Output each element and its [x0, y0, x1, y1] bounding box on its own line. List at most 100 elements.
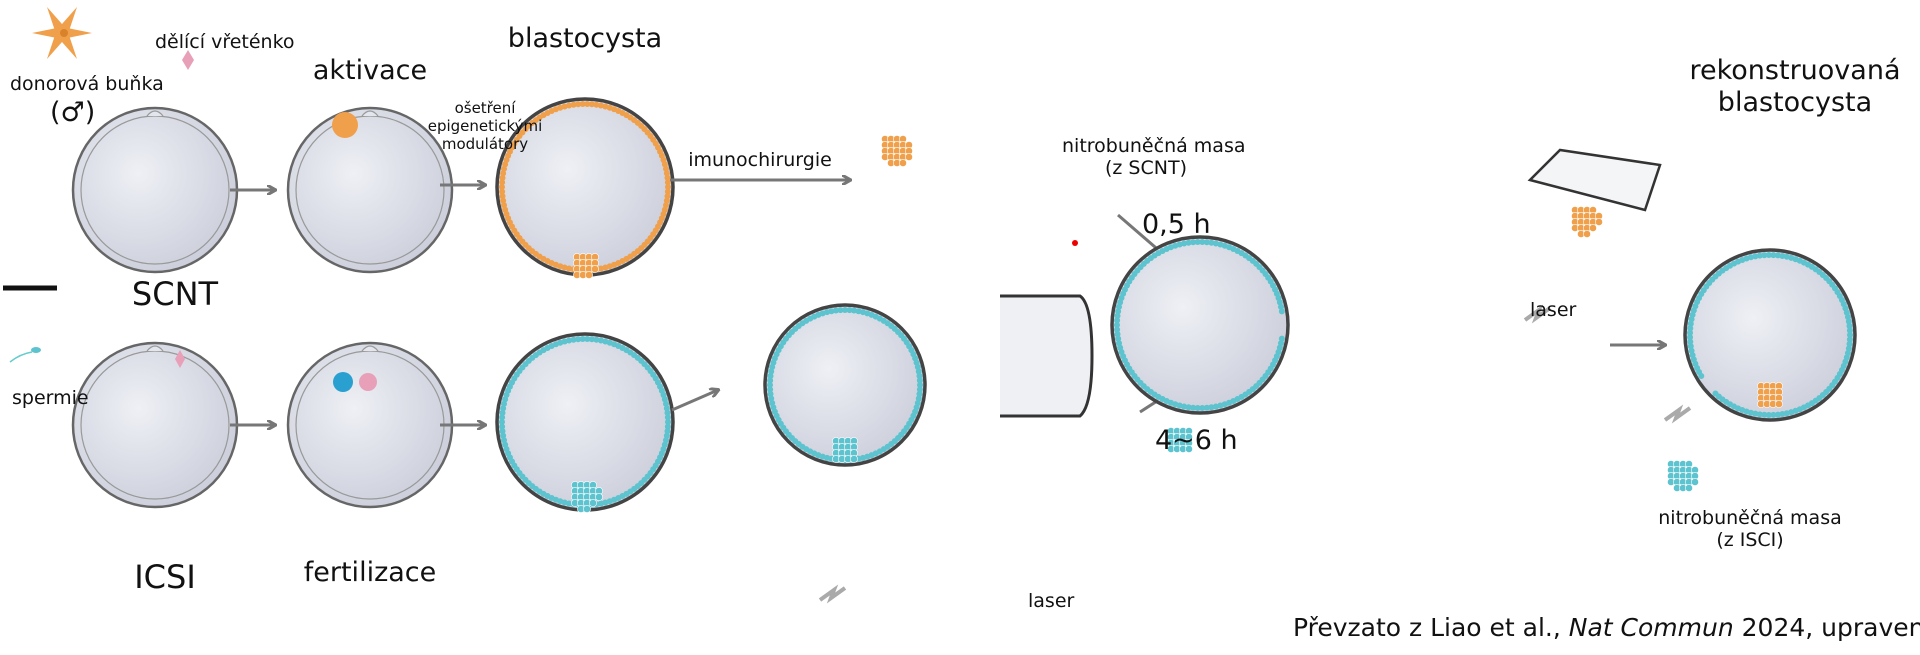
host-blastocyst-cell: [1208, 404, 1215, 411]
scnt-blastocyst-cell: [499, 184, 505, 190]
red-dot: [1072, 240, 1078, 246]
scnt-blastocyst-cell: [570, 101, 577, 108]
scnt-blastocyst-cell: [501, 202, 508, 209]
label-icm-icsi-1: nitrobuněčná masa: [1658, 507, 1842, 529]
host-blastocyst-cell: [1115, 308, 1122, 315]
icsi-oocyte: [71, 341, 239, 509]
label-icm-scnt-2: (z SCNT): [1105, 157, 1187, 179]
credit-journal: Nat Commun: [1568, 613, 1734, 642]
reconstructed-blastocyst-cell: [1765, 411, 1772, 418]
scnt-blastocyst-cell: [664, 188, 671, 195]
reconstructed-blastocyst-cell: [1770, 411, 1777, 418]
laser-blastocyst-cell: [916, 391, 923, 398]
host-blastocyst-cell: [1176, 241, 1183, 248]
scnt-icm: [585, 271, 593, 279]
scnt-blastocyst-cell: [566, 102, 573, 109]
reconstructed-blastocyst-cell: [1846, 336, 1853, 343]
icm-icsi-removed: [1691, 478, 1699, 486]
reconstructed-blastocyst-cell: [1846, 322, 1853, 329]
reconstructed-blastocyst-cell: [1756, 411, 1763, 418]
icm-scnt-isolated: [899, 159, 907, 167]
host-blastocyst-cell: [1114, 317, 1121, 324]
reconstructed-blastocyst-cell: [1687, 329, 1694, 336]
laser-blastocyst-cell: [851, 307, 858, 314]
label-male-symbol: (♂): [50, 97, 96, 128]
laser-icm: [850, 455, 858, 463]
scnt-blastocyst-cell: [499, 174, 506, 181]
icsi-blastocyst-cell: [584, 336, 591, 343]
donor-cell-nucleus: [60, 29, 68, 37]
icsi-blastocyst-cell: [499, 414, 506, 421]
laser-blastocyst-cell: [837, 307, 844, 314]
scnt-blastocyst-cell: [665, 184, 671, 190]
label-activation: aktivace: [312, 55, 428, 86]
label-laser-2: laser: [1530, 299, 1577, 321]
laser-blastocyst-cell: [767, 391, 774, 398]
reconstructed-blastocyst-cell: [1687, 325, 1694, 332]
label-icsi: ICSI: [134, 558, 196, 596]
laser-icon-3: [1663, 404, 1692, 424]
laser-blastocyst-cell: [828, 308, 835, 315]
host-blastocyst-cell: [1277, 303, 1284, 310]
host-blastocyst-cell: [1114, 331, 1121, 338]
icsi-blastocyst-cell: [664, 409, 671, 416]
icsi-blastocyst-cell: [665, 419, 671, 425]
reconstructed-blastocyst-cell: [1844, 314, 1851, 321]
label-treatment-3: modulátory: [441, 135, 529, 153]
host-blastocyst-cell: [1114, 312, 1121, 319]
icsi-blastocyst-cell: [597, 337, 604, 344]
laser-blastocyst-cell: [767, 372, 774, 379]
reconstructed-blastocyst-cell: [1779, 411, 1786, 418]
label-sperm: spermie: [12, 387, 89, 409]
label-icm-icsi-2: (z ISCI): [1716, 529, 1784, 551]
scnt-blastocyst-cell: [579, 101, 586, 108]
icsi-blastocyst-cell: [663, 405, 670, 412]
laser-icon-2: [1523, 304, 1552, 324]
host-blastocyst-cell: [1194, 239, 1201, 246]
icsi-icm: [583, 505, 591, 513]
host-blastocyst-cell: [1115, 335, 1122, 342]
reconstructed-blastocyst-cell: [1770, 252, 1777, 259]
reconstructed-blastocyst-cell: [1687, 320, 1694, 327]
reconstructed-blastocyst-cell: [1774, 411, 1781, 418]
laser-blastocyst-cell: [916, 386, 923, 393]
reconstructed-blastocyst-cell: [1688, 347, 1695, 354]
laser-blastocyst-cell: [768, 395, 775, 402]
scnt-blastocyst-cell: [602, 264, 609, 271]
pipette-icm: [1589, 224, 1597, 232]
label-time-short: 0,5 h: [1142, 209, 1211, 240]
label-treatment-1: ošetření: [454, 99, 516, 117]
laser-blastocyst-cell: [916, 372, 923, 379]
host-blastocyst-cell: [1278, 335, 1285, 342]
host-blastocyst-cell: [1114, 322, 1120, 328]
scnt-blastocyst: [497, 99, 673, 275]
reconstructed-blastocyst-cell: [1687, 338, 1694, 345]
pipette-icm: [1583, 230, 1591, 238]
credit-suffix: 2024, upraveno.: [1741, 613, 1920, 642]
scnt-blastocyst-cell: [500, 197, 507, 204]
label-immunosurgery: imunochirurgie: [688, 149, 832, 171]
pipette-icm: [1595, 218, 1603, 226]
laser-blastocyst-cell: [767, 382, 773, 388]
reconstructed-icm: [1775, 400, 1783, 408]
scnt-blastocyst-cell: [664, 174, 671, 181]
icsi-blastocyst-cell: [566, 500, 573, 507]
host-blastocyst-cell: [1208, 239, 1215, 246]
scnt-blastocyst-cell: [500, 170, 507, 177]
scnt-blastocyst-cell: [588, 101, 595, 108]
reconstructed-blastocyst-cell: [1712, 390, 1719, 397]
scnt-blastocyst-cell: [566, 265, 573, 272]
host-blastocyst-cell: [1114, 326, 1121, 333]
icsi-blastocyst-cell: [561, 338, 568, 345]
icsi-blastocyst-cell: [570, 336, 577, 343]
icsi-blastocyst-cell: [597, 500, 604, 507]
scnt-blastocyst-cell: [593, 101, 600, 108]
label-treatment-2: epigenetickými: [427, 117, 543, 135]
icsi-blastocyst-cell: [500, 432, 507, 439]
host-blastocyst-cell: [1203, 404, 1210, 411]
pronucleus-pink: [359, 373, 377, 391]
scnt-blastocyst-cell: [499, 179, 506, 186]
scnt-blastocyst-cell: [597, 102, 604, 109]
icsi-blastocyst-cell: [500, 405, 507, 412]
host-blastocyst-cell: [1203, 239, 1210, 246]
